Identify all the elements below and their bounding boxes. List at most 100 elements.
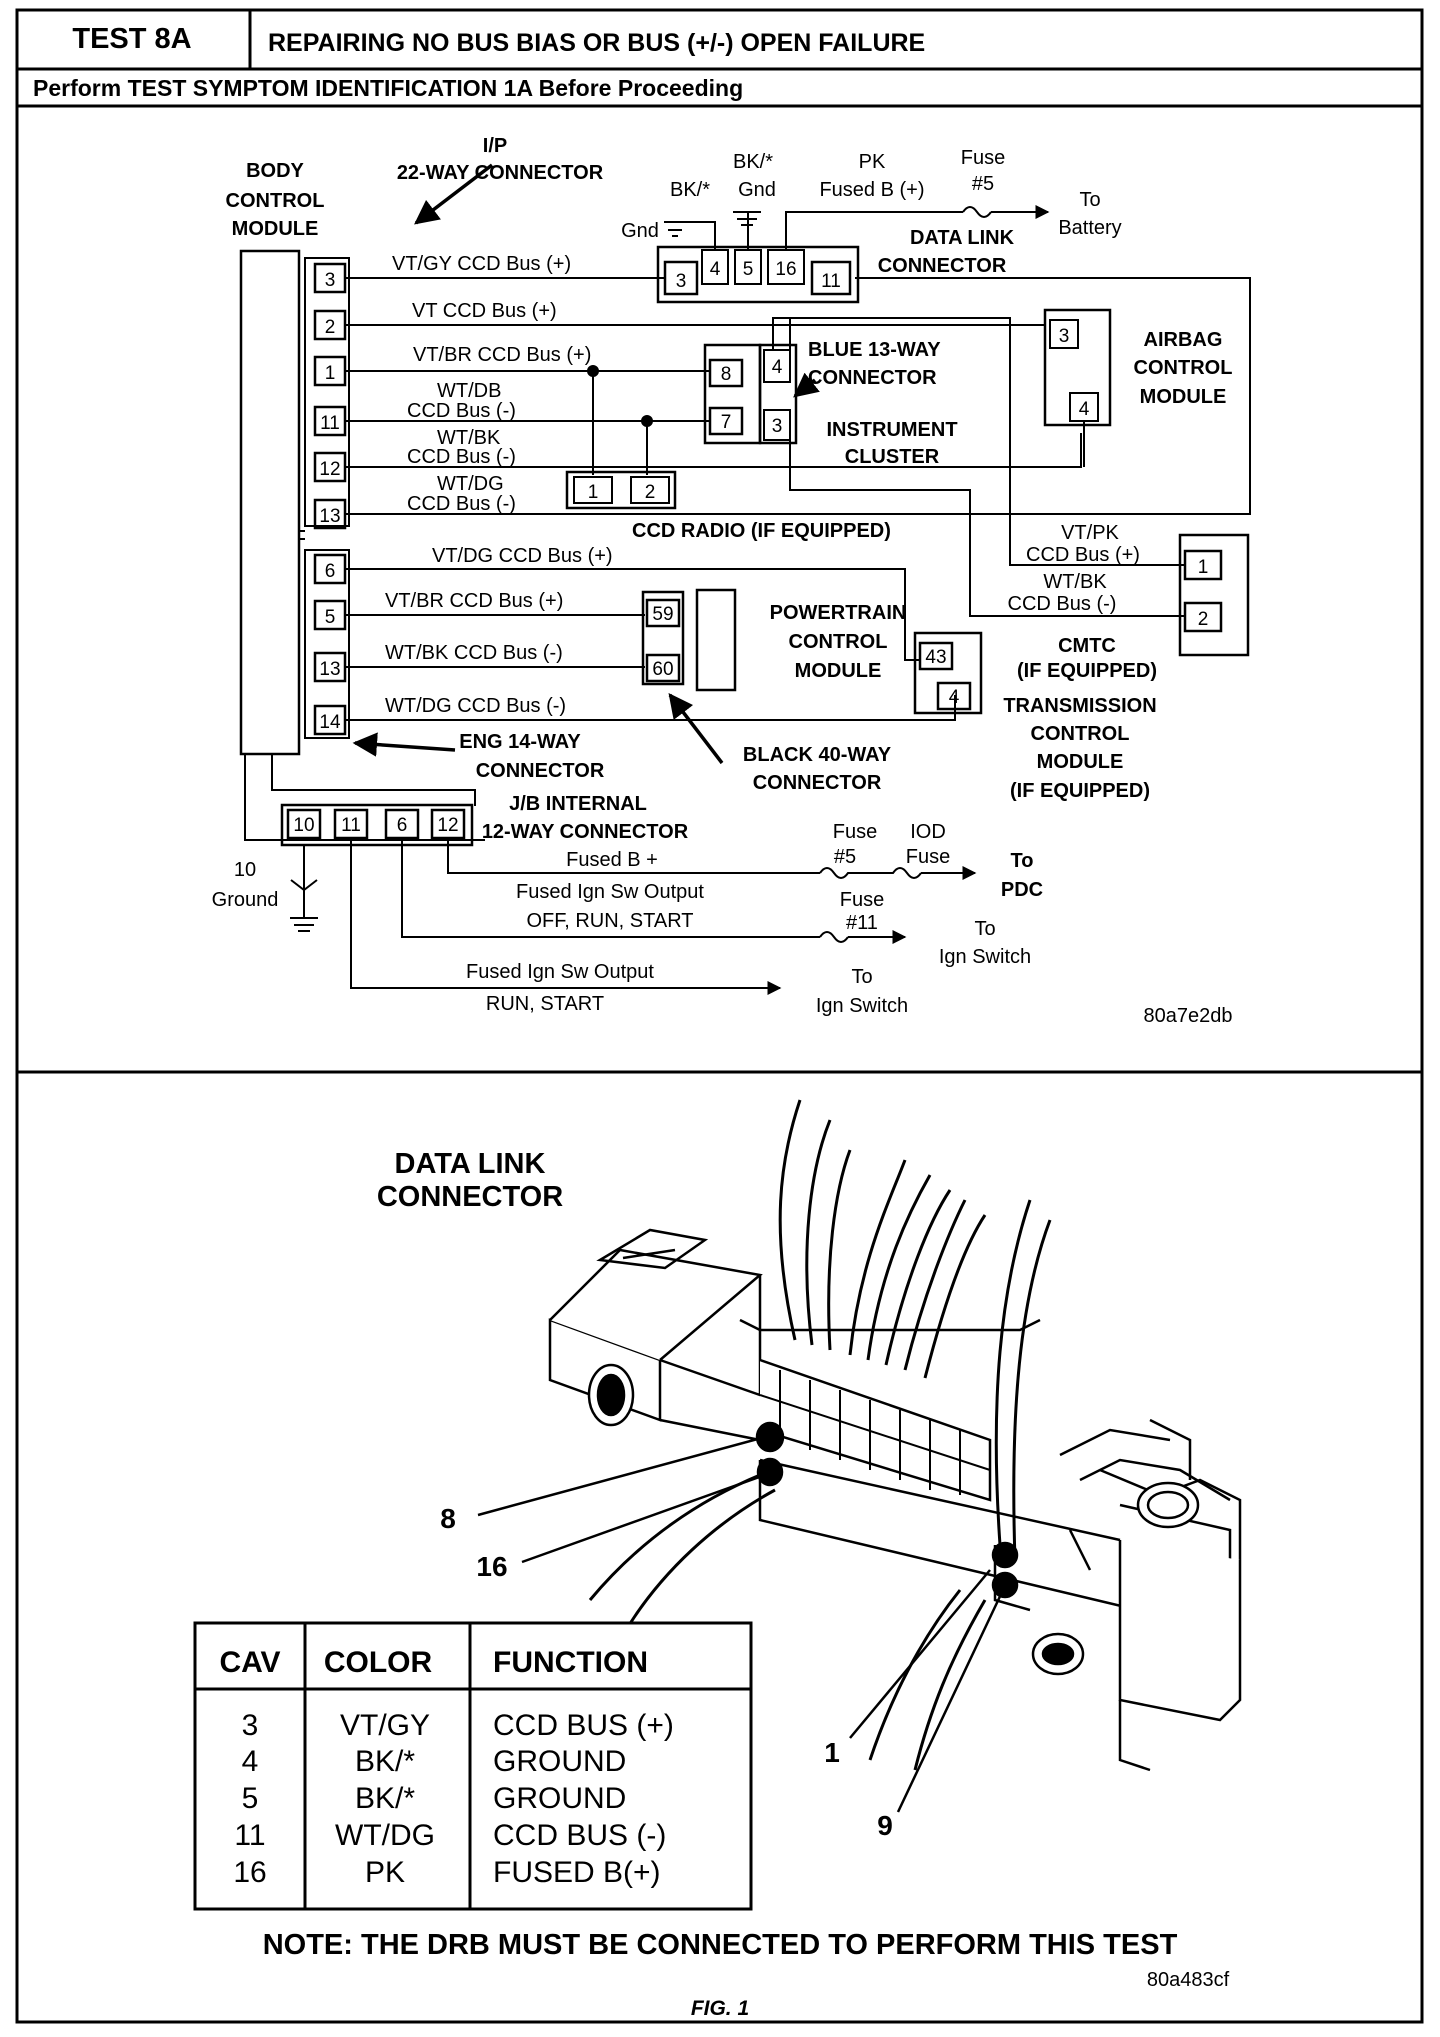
svg-text:To: To [851, 966, 872, 988]
svg-text:AIRBAG: AIRBAG [1144, 329, 1223, 351]
svg-text:1: 1 [588, 482, 599, 503]
svg-text:11: 11 [234, 1819, 265, 1852]
svg-text:VT/GY: VT/GY [340, 1709, 430, 1742]
svg-text:43: 43 [925, 647, 946, 668]
svg-text:CCD Bus (-): CCD Bus (-) [1008, 593, 1117, 615]
cmtc-module [1178, 533, 1250, 657]
svg-text:CCD RADIO (IF EQUIPPED): CCD RADIO (IF EQUIPPED) [632, 520, 891, 542]
svg-text:10: 10 [234, 859, 256, 881]
tcm-module [913, 631, 983, 715]
svg-text:CCD BUS (+): CCD BUS (+) [493, 1709, 674, 1742]
svg-text:2: 2 [325, 317, 336, 338]
ccd-radio-connector [565, 470, 677, 510]
svg-text:4: 4 [772, 357, 783, 378]
svg-text:MODULE: MODULE [232, 218, 319, 240]
bcm-module [239, 249, 301, 756]
svg-text:Ground: Ground [212, 889, 279, 911]
svg-text:2: 2 [1198, 609, 1209, 630]
svg-text:Fuse: Fuse [840, 889, 884, 911]
svg-text:CONNECTOR: CONNECTOR [476, 760, 605, 782]
svg-text:BK/*: BK/* [733, 151, 773, 173]
svg-text:BK/*: BK/* [670, 179, 710, 201]
table-row: 3 VT/GY CCD BUS (+) [242, 1709, 674, 1742]
svg-text:RUN, START: RUN, START [486, 993, 604, 1015]
svg-text:To: To [1011, 850, 1034, 872]
svg-text:3: 3 [1059, 326, 1070, 347]
svg-text:CCD Bus (-): CCD Bus (-) [407, 400, 516, 422]
svg-text:Ign Switch: Ign Switch [816, 995, 908, 1017]
svg-text:2: 2 [645, 482, 656, 503]
svg-text:Fuse: Fuse [906, 846, 950, 868]
svg-text:To: To [1079, 189, 1100, 211]
svg-text:5: 5 [325, 607, 336, 628]
wire-wtdg-top [345, 277, 1251, 515]
svg-text:BK/*: BK/* [355, 1745, 415, 1778]
svg-text:CONNECTOR: CONNECTOR [753, 772, 882, 794]
svg-text:Fused B +: Fused B + [566, 849, 658, 871]
svg-text:59: 59 [652, 604, 673, 625]
svg-text:CCD Bus (-): CCD Bus (-) [407, 446, 516, 468]
table-row: 16 PK FUSED B(+) [233, 1856, 660, 1889]
svg-text:CCD Bus (+): CCD Bus (+) [1026, 544, 1140, 566]
schematic-labels: BODY CONTROL MODULE I/P 22-WAY CONNECTOR… [212, 135, 1233, 1027]
svg-text:16: 16 [775, 259, 796, 280]
data-link-connector [656, 245, 860, 304]
svg-text:22-WAY CONNECTOR: 22-WAY CONNECTOR [397, 162, 604, 184]
svg-text:GROUND: GROUND [493, 1745, 626, 1778]
figure-code: 80a483cf [1147, 1969, 1230, 1991]
svg-text:8: 8 [721, 364, 732, 385]
cavity-table-text: CAV COLOR FUNCTION 3 VT/GY CCD BUS (+) 4… [219, 1646, 673, 1889]
svg-text:OFF, RUN, START: OFF, RUN, START [526, 910, 693, 932]
svg-text:13: 13 [319, 659, 340, 680]
table-header-cav: CAV [219, 1646, 280, 1679]
svg-text:12: 12 [319, 459, 340, 480]
callout-16: 16 [476, 1551, 507, 1582]
svg-text:DATA LINK: DATA LINK [395, 1148, 546, 1180]
callout-9: 9 [877, 1810, 893, 1841]
svg-text:VT CCD Bus (+): VT CCD Bus (+) [412, 300, 557, 322]
svg-text:IOD: IOD [910, 821, 946, 843]
svg-text:CONNECTOR: CONNECTOR [377, 1181, 563, 1213]
svg-text:Fuse: Fuse [833, 821, 877, 843]
svg-text:12: 12 [437, 815, 458, 836]
svg-text:VT/PK: VT/PK [1061, 522, 1119, 544]
svg-text:WT/BK: WT/BK [1043, 571, 1107, 593]
wire-wtbk-top [345, 433, 1082, 468]
svg-text:WT/DG: WT/DG [335, 1819, 435, 1852]
svg-text:BLUE 13-WAY: BLUE 13-WAY [808, 339, 941, 361]
svg-text:CCD Bus (-): CCD Bus (-) [407, 493, 516, 515]
svg-text:CONTROL: CONTROL [226, 190, 325, 212]
pcm-connector [641, 590, 685, 686]
svg-text:MODULE: MODULE [795, 660, 882, 682]
svg-text:J/B INTERNAL: J/B INTERNAL [509, 793, 647, 815]
svg-text:CONNECTOR: CONNECTOR [878, 255, 1007, 277]
svg-text:MODULE: MODULE [1140, 386, 1227, 408]
svg-text:Gnd: Gnd [621, 220, 659, 242]
svg-text:11: 11 [341, 815, 361, 836]
svg-text:GROUND: GROUND [493, 1782, 626, 1815]
callout-1: 1 [824, 1737, 840, 1768]
svg-text:Fused Ign Sw Output: Fused Ign Sw Output [466, 961, 654, 983]
svg-text:13: 13 [319, 506, 340, 527]
data-link-connector-illustration [477, 1099, 1242, 1813]
svg-text:VT/DG CCD Bus (+): VT/DG CCD Bus (+) [432, 545, 613, 567]
svg-text:CLUSTER: CLUSTER [845, 446, 940, 468]
svg-text:3: 3 [772, 416, 783, 437]
connector-labels: DATA LINK CONNECTOR 8 16 1 9 [377, 1148, 893, 1841]
svg-text:6: 6 [325, 561, 336, 582]
svg-text:BODY: BODY [246, 160, 304, 182]
svg-text:12-WAY CONNECTOR: 12-WAY CONNECTOR [482, 821, 689, 843]
wire-wtdg-bottom [345, 695, 956, 721]
svg-text:POWERTRAIN: POWERTRAIN [770, 602, 907, 624]
svg-text:80a7e2db: 80a7e2db [1144, 1005, 1233, 1027]
svg-text:Fused Ign Sw Output: Fused Ign Sw Output [516, 881, 704, 903]
svg-text:VT/BR CCD Bus (+): VT/BR CCD Bus (+) [385, 590, 563, 612]
svg-text:10: 10 [293, 815, 314, 836]
svg-text:3: 3 [676, 271, 687, 292]
pcm-module [695, 588, 737, 692]
svg-text:4: 4 [949, 687, 960, 708]
svg-text:1: 1 [1198, 557, 1209, 578]
svg-text:WT/BK CCD Bus (-): WT/BK CCD Bus (-) [385, 642, 563, 664]
table-header-function: FUNCTION [493, 1646, 648, 1679]
svg-text:Fuse: Fuse [961, 147, 1005, 169]
